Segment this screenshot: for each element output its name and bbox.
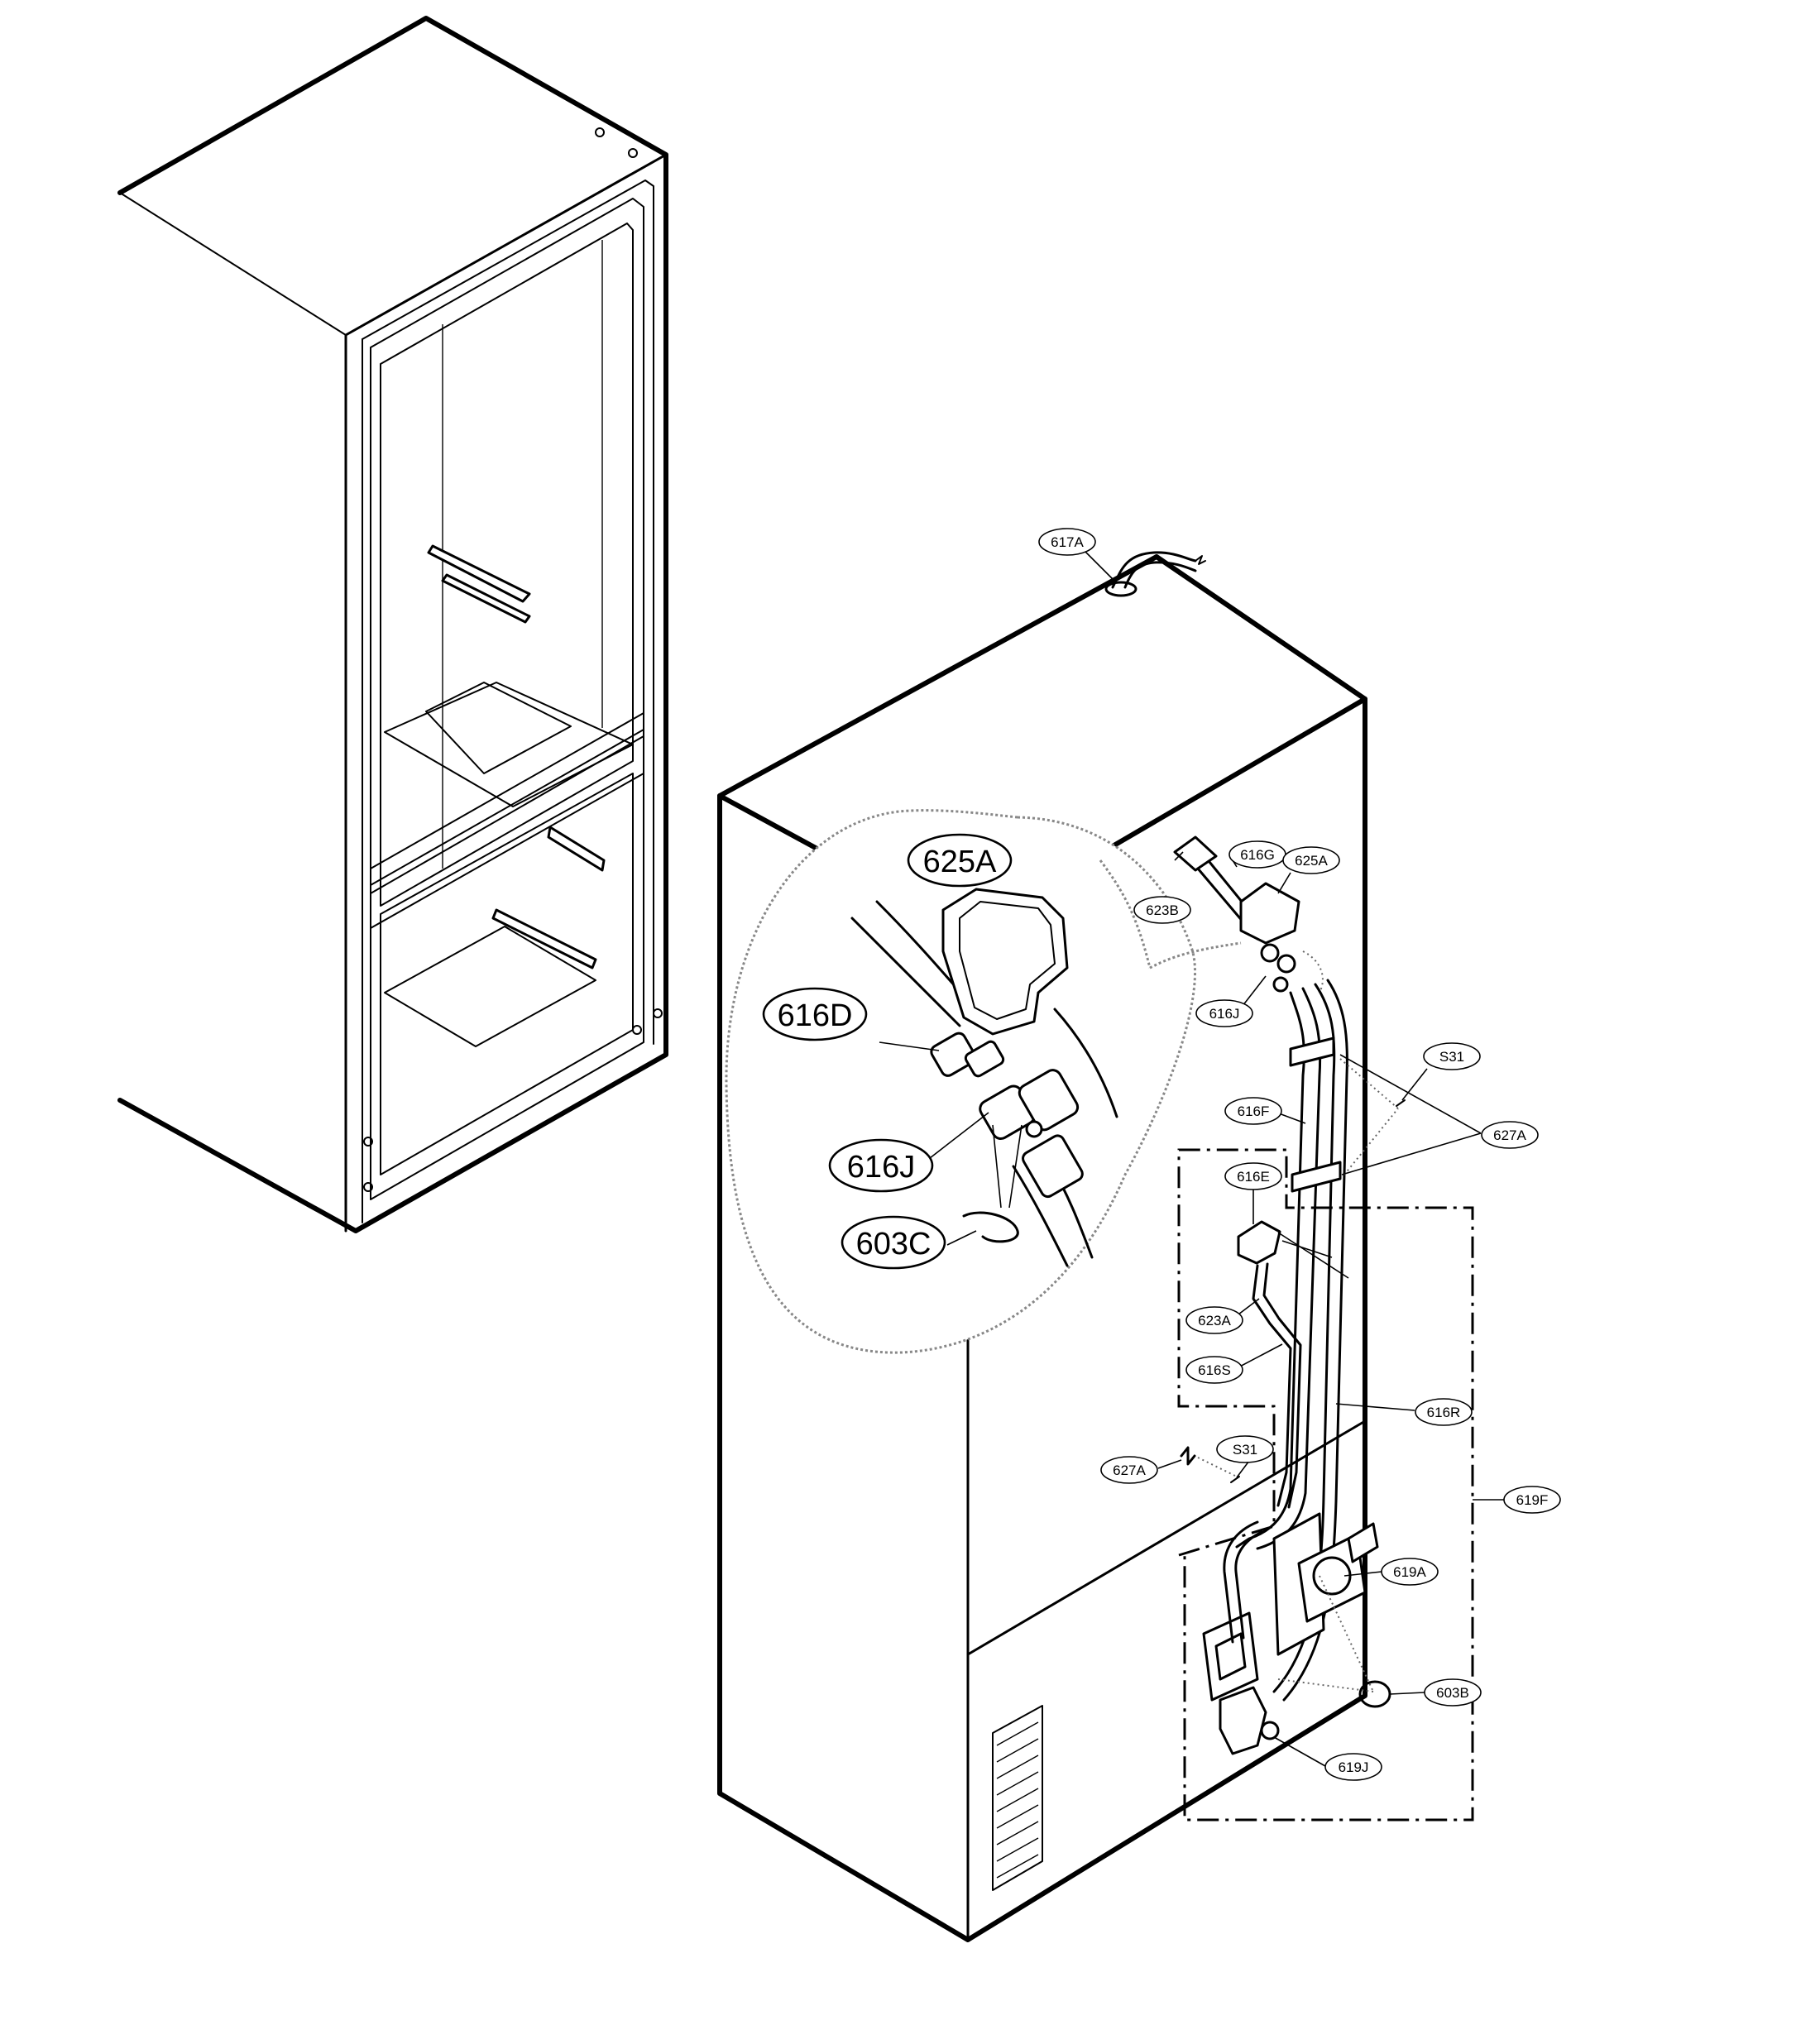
svg-text:627A: 627A (1493, 1127, 1526, 1143)
svg-text:623A: 623A (1198, 1313, 1231, 1328)
callout-S31-top: S31 (1423, 1042, 1481, 1070)
svg-text:625A: 625A (1295, 853, 1328, 869)
callout-623B: 623B (1133, 896, 1191, 924)
svg-text:616G: 616G (1240, 847, 1275, 863)
callout-623A: 623A (1185, 1306, 1243, 1334)
svg-text:619J: 619J (1339, 1759, 1369, 1775)
front-cabinet-drawing (117, 16, 668, 1233)
callout-616E: 616E (1224, 1162, 1282, 1190)
detail-callout-625A: 625A (907, 833, 1013, 888)
water-line-assembly (1173, 835, 1406, 1755)
callout-627A-left: 627A (1100, 1456, 1158, 1484)
detail-callout-603C: 603C (841, 1215, 946, 1270)
svg-text:616D: 616D (778, 998, 853, 1033)
svg-text:616J: 616J (1209, 1006, 1240, 1022)
svg-text:619A: 619A (1393, 1564, 1426, 1580)
callout-627A-right: 627A (1481, 1121, 1539, 1149)
callout-619J: 619J (1324, 1753, 1382, 1781)
detail-callout-616J: 616J (828, 1138, 934, 1193)
svg-text:616S: 616S (1198, 1362, 1231, 1378)
svg-text:617A: 617A (1051, 534, 1084, 550)
boundary-619F (1177, 1148, 1474, 1822)
svg-text:S31: S31 (1439, 1049, 1464, 1065)
svg-text:616F: 616F (1238, 1103, 1270, 1119)
625A-filter-cap-shape (1239, 882, 1300, 945)
svg-text:616J: 616J (847, 1150, 915, 1185)
callout-616G: 616G (1228, 840, 1286, 869)
callout-625A: 625A (1282, 846, 1340, 874)
svg-text:627A: 627A (1113, 1462, 1146, 1478)
svg-text:625A: 625A (923, 845, 997, 879)
callout-603B: 603B (1424, 1678, 1482, 1707)
svg-text:616R: 616R (1427, 1405, 1461, 1420)
callout-617A: 617A (1038, 528, 1096, 556)
623B-connector-shape (1173, 835, 1218, 872)
detail-bubble (725, 809, 1242, 1354)
callout-616S: 616S (1185, 1356, 1243, 1384)
svg-text:616E: 616E (1237, 1169, 1270, 1185)
svg-text:603C: 603C (856, 1227, 932, 1261)
svg-text:623B: 623B (1146, 902, 1179, 918)
detail-callout-616D: 616D (762, 987, 868, 1041)
vent-grille (992, 1705, 1043, 1891)
svg-text:S31: S31 (1233, 1442, 1257, 1458)
callout-619A: 619A (1381, 1558, 1439, 1586)
callout-616J: 616J (1195, 999, 1253, 1027)
svg-text:619F: 619F (1516, 1492, 1549, 1508)
svg-text:603B: 603B (1436, 1685, 1469, 1701)
leader-lines (879, 549, 1504, 1767)
callout-619F: 619F (1503, 1486, 1561, 1514)
callout-616F: 616F (1224, 1097, 1282, 1125)
callout-S31-mid: S31 (1216, 1435, 1274, 1463)
callout-616R: 616R (1415, 1398, 1473, 1426)
